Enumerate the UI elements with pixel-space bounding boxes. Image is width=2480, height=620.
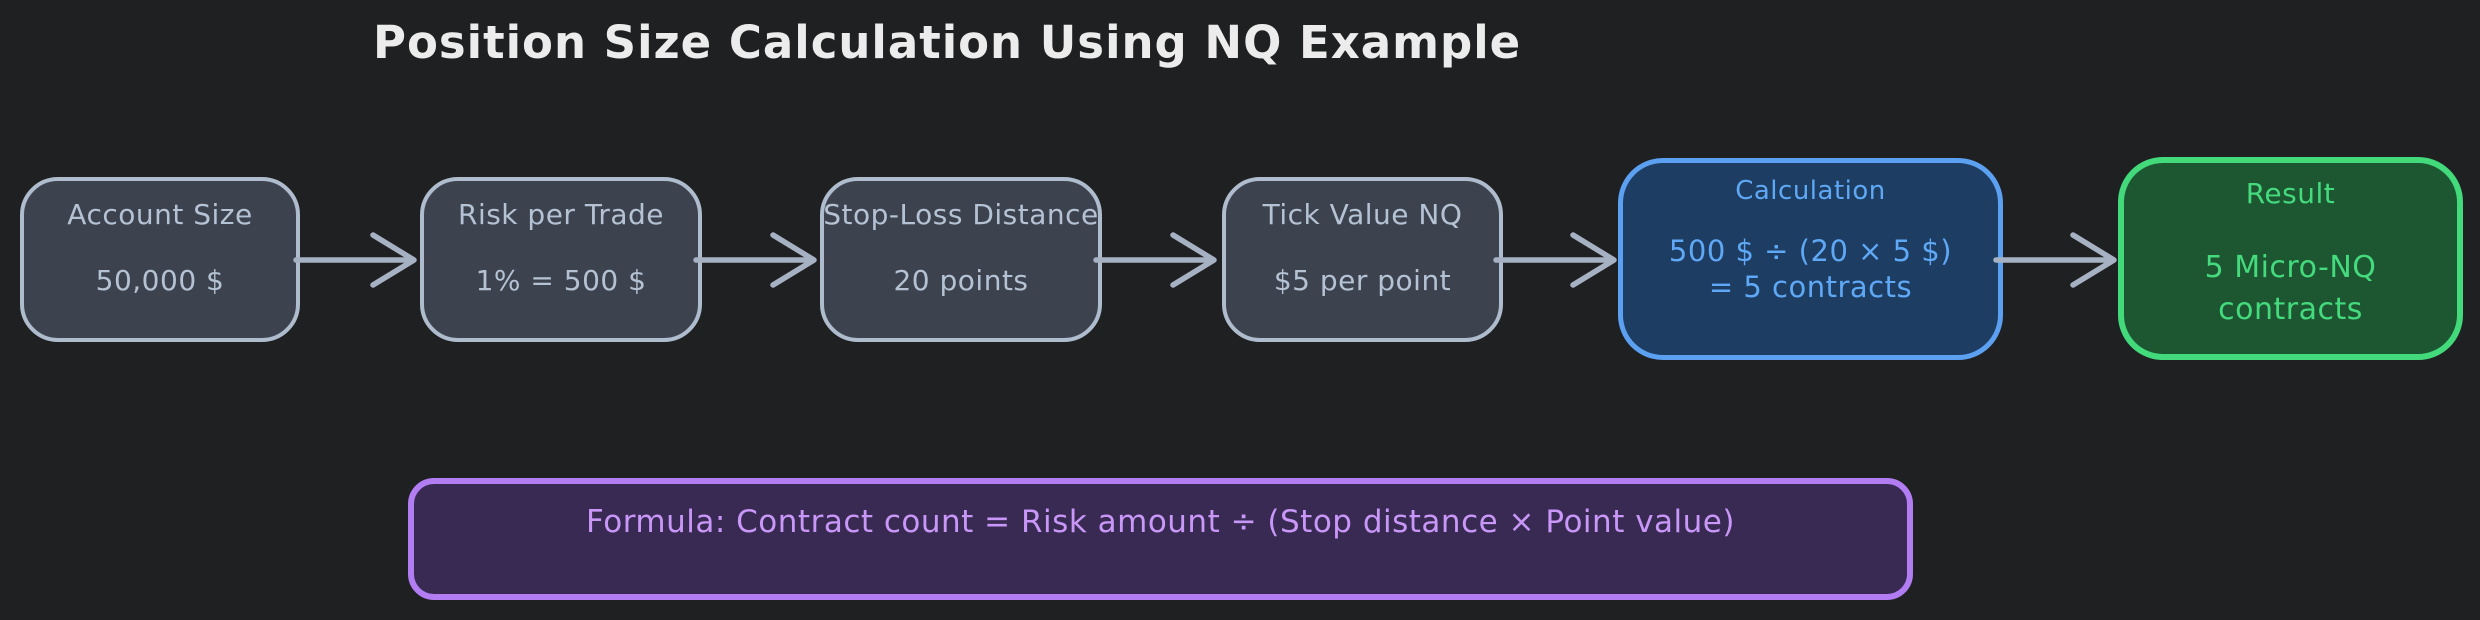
node-calculation-values: 500 $ ÷ (20 × 5 $) = 5 contracts bbox=[1669, 233, 1952, 305]
node-stop-loss-distance-value: 20 points bbox=[893, 264, 1029, 297]
node-risk-per-trade-title: Risk per Trade bbox=[457, 198, 664, 231]
node-result-value-line2: contracts bbox=[2218, 292, 2363, 327]
node-calculation-value-line2: = 5 contracts bbox=[1708, 270, 1913, 304]
node-account-size-title: Account Size bbox=[67, 198, 253, 231]
node-calculation-title: Calculation bbox=[1735, 176, 1886, 206]
arrow-stoploss-to-tickvalue bbox=[1093, 232, 1217, 288]
node-calculation: Calculation 500 $ ÷ (20 × 5 $) = 5 contr… bbox=[1618, 158, 2003, 360]
node-stop-loss-distance-title: Stop-Loss Distance bbox=[823, 198, 1099, 231]
node-tick-value-nq-value: $5 per point bbox=[1273, 264, 1452, 297]
arrow-risk-to-stoploss bbox=[693, 232, 817, 288]
node-result-title: Result bbox=[2245, 177, 2336, 210]
arrow-calculation-to-result bbox=[1993, 232, 2117, 288]
node-account-size-value: 50,000 $ bbox=[95, 264, 225, 297]
node-risk-per-trade-value: 1% = 500 $ bbox=[475, 264, 647, 297]
arrow-account-to-risk bbox=[293, 232, 417, 288]
node-result: Result 5 Micro-NQ contracts bbox=[2118, 157, 2463, 360]
node-calculation-value-line1: 500 $ ÷ (20 × 5 $) bbox=[1668, 234, 1953, 268]
node-stop-loss-distance: Stop-Loss Distance 20 points bbox=[820, 177, 1102, 342]
node-tick-value-nq: Tick Value NQ $5 per point bbox=[1222, 177, 1503, 342]
node-result-values: 5 Micro-NQ contracts bbox=[2205, 247, 2377, 331]
node-tick-value-nq-title: Tick Value NQ bbox=[1262, 198, 1463, 231]
arrow-tickvalue-to-calculation bbox=[1493, 232, 1617, 288]
formula-box: Formula: Contract count = Risk amount ÷ … bbox=[408, 478, 1913, 600]
node-account-size: Account Size 50,000 $ bbox=[20, 177, 300, 342]
node-risk-per-trade: Risk per Trade 1% = 500 $ bbox=[420, 177, 702, 342]
diagram-title: Position Size Calculation Using NQ Examp… bbox=[373, 16, 1522, 69]
formula-text: Formula: Contract count = Risk amount ÷ … bbox=[586, 504, 1735, 540]
node-result-value-line1: 5 Micro-NQ bbox=[2204, 250, 2377, 285]
